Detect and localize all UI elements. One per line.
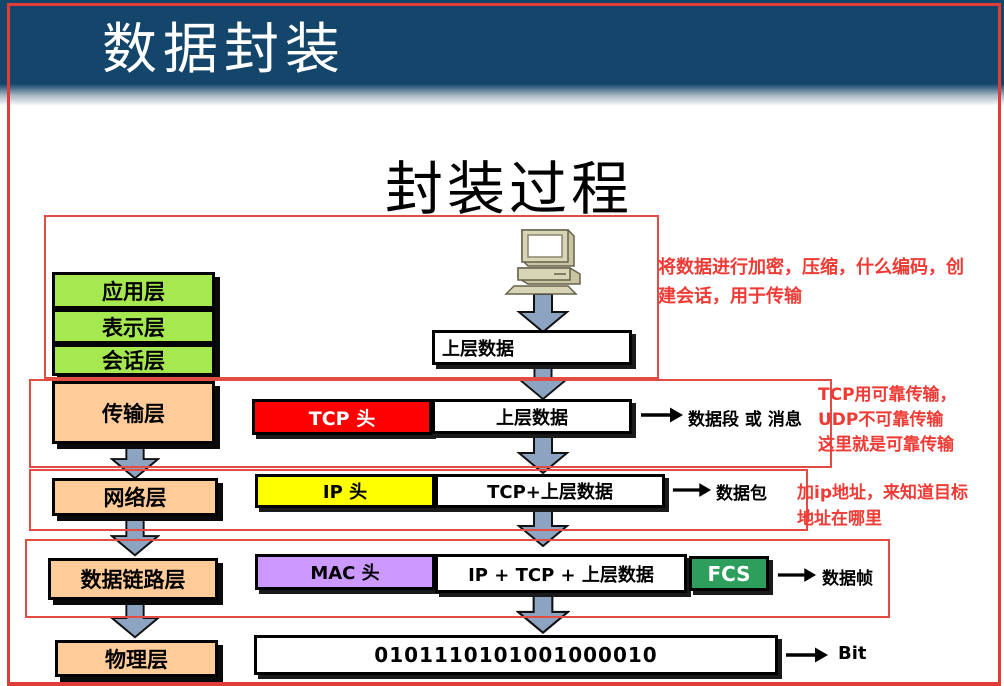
layer-box-datalink: 数据链路层 [48, 558, 218, 600]
result-label-packet: 数据包 [716, 484, 767, 504]
data-box-label: 上层数据 [442, 338, 514, 360]
data-box-label: TCP+上层数据 [487, 482, 613, 503]
block-down-arrow-icon [516, 434, 570, 474]
layer-label: 传输层 [102, 401, 165, 426]
layer-box-session: 会话层 [52, 344, 215, 376]
layer-label: 应用层 [102, 279, 165, 304]
layer-label: 物理层 [105, 647, 168, 672]
data-box-upper-data: 上层数据 [432, 330, 632, 365]
block-down-arrow-icon [110, 440, 160, 480]
block-down-arrow-icon [516, 293, 570, 333]
data-box-mac-payload: IP + TCP + 上层数据 [435, 554, 687, 593]
block-down-arrow-icon [516, 592, 570, 634]
block-down-arrow-icon [516, 507, 570, 547]
thin-right-arrow-icon [777, 568, 817, 582]
desktop-computer-icon [504, 229, 581, 295]
header-box-label: TCP 头 [308, 407, 376, 430]
layer-label: 网络层 [103, 486, 167, 510]
data-box-tcp-payload: 上层数据 [432, 399, 632, 434]
layer-box-presentation: 表示层 [52, 309, 215, 344]
data-box-ip-payload: TCP+上层数据 [435, 474, 665, 508]
trailer-box-label: FCS [707, 561, 751, 586]
layer-label: 表示层 [102, 315, 165, 340]
block-down-arrow-icon [110, 517, 160, 557]
layer-label: 数据链路层 [80, 568, 186, 592]
thin-right-arrow-icon [786, 647, 828, 663]
thin-right-arrow-icon [672, 483, 712, 497]
result-label-segment: 数据段 或 消息 [688, 410, 802, 430]
header-box-mac: MAC 头 [255, 554, 435, 590]
layer-label: 会话层 [102, 349, 165, 373]
layer-box-application: 应用层 [52, 272, 215, 309]
annotation-transport: TCP用可靠传输， UDP不可靠传输 这里就是可靠传输 [818, 385, 957, 455]
layer-box-transport: 传输层 [52, 381, 215, 444]
header-box-tcp: TCP 头 [252, 399, 432, 435]
annotation-network: 加ip地址，来知道目标 地址在哪里 [797, 483, 968, 529]
header-box-label: IP 头 [322, 482, 368, 503]
layer-box-network: 网络层 [52, 478, 218, 516]
trailer-box-fcs: FCS [689, 556, 769, 591]
thin-right-arrow-icon [641, 407, 683, 423]
slide-title: 数据封装 [102, 17, 347, 81]
header-box-ip: IP 头 [255, 474, 435, 508]
annotation-session: 将数据进行加密，压缩，什么编码，创 建会话，用于传输 [658, 257, 964, 307]
block-down-arrow-icon [110, 599, 160, 639]
data-box-binary: 0101110101001000010 [254, 635, 778, 675]
page-title: 封装过程 [384, 155, 633, 223]
data-box-label: IP + TCP + 上层数据 [468, 564, 654, 586]
binary-string: 0101110101001000010 [374, 643, 658, 667]
data-box-label: 上层数据 [496, 407, 568, 429]
result-label-bit: Bit [838, 643, 867, 664]
header-box-label: MAC 头 [310, 563, 380, 584]
layer-box-physical: 物理层 [55, 640, 218, 677]
block-down-arrow-icon [517, 362, 569, 400]
result-label-frame: 数据帧 [822, 569, 873, 589]
title-bar [0, 0, 1004, 110]
